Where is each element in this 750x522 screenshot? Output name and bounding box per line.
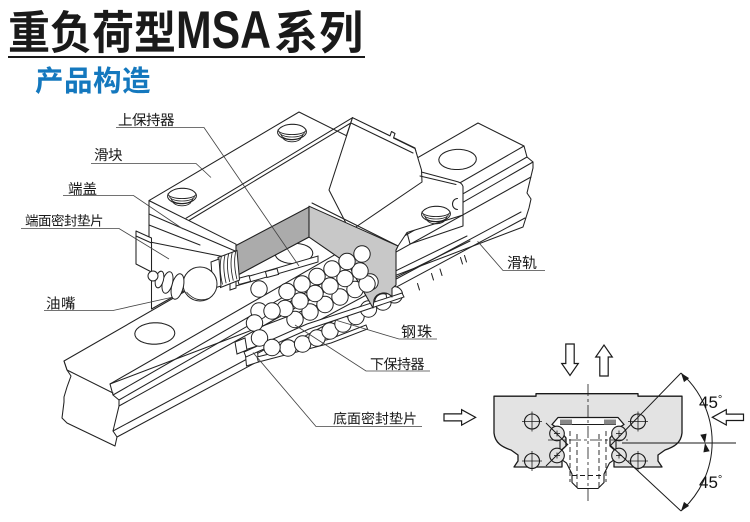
svg-text:MSA: MSA	[176, 1, 271, 60]
svg-text:45°: 45°	[699, 473, 722, 492]
svg-text:45°: 45°	[699, 393, 722, 412]
